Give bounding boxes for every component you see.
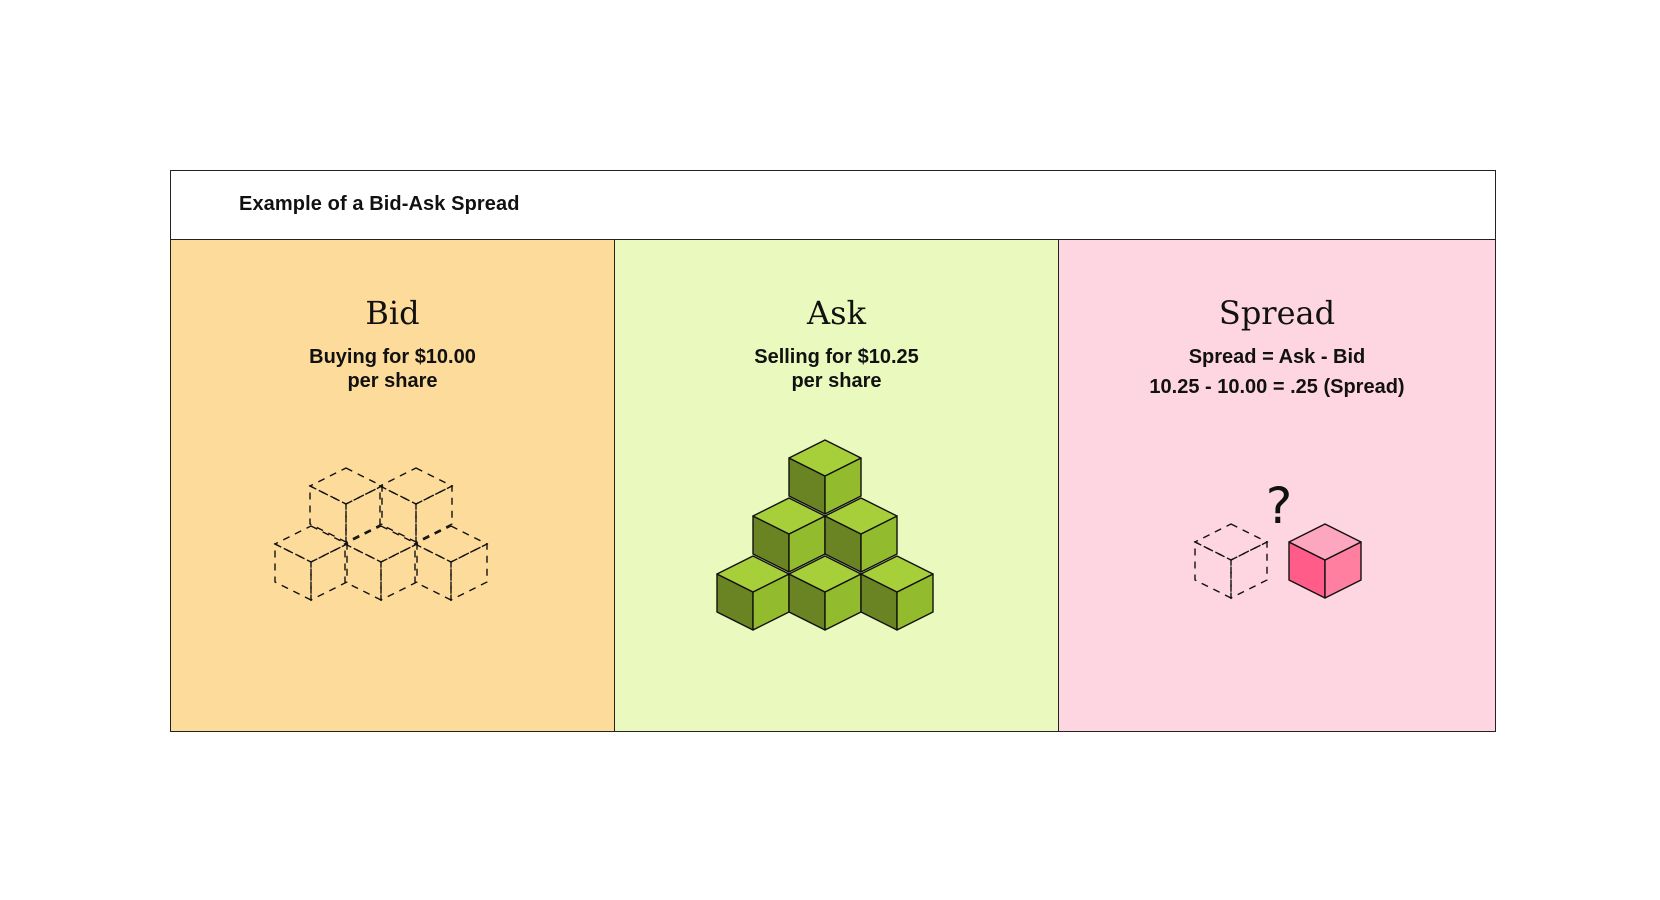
spread-panel: Spread Spread = Ask - Bid 10.25 - 10.00 …	[1059, 240, 1495, 731]
dashed-cube-4-left-face	[344, 542, 382, 602]
spread-title: Spread	[1218, 294, 1336, 332]
dashed-cube-question-pink-cube-icon: ?	[1193, 477, 1362, 600]
dashed-cube-5-left-face	[414, 542, 452, 602]
spread-formula-line: Spread = Ask - Bid	[1188, 346, 1366, 368]
dashed-cube-1-left-face	[309, 484, 347, 544]
green-cube-2-top-face	[752, 497, 826, 535]
dashed-cube-1-top-face	[308, 467, 384, 505]
green-cube-1-top-face	[788, 439, 862, 477]
green-cube-4-top-face	[716, 555, 790, 593]
dashed-cube-left-face	[1194, 540, 1232, 600]
spread-calculation-line: 10.25 - 10.00 = .25 (Spread)	[1149, 376, 1405, 398]
green-cube-6-top-face	[860, 555, 934, 593]
dashed-cube-3-left-face	[274, 542, 312, 602]
bid-title: Bid	[365, 294, 420, 332]
ask-price-line: Selling for $10.25	[754, 346, 919, 368]
question-mark: ?	[1266, 477, 1293, 535]
bid-unit-line: per share	[347, 370, 438, 392]
dashed-cube-3-right-face	[310, 542, 348, 602]
green-cube-5-top-face	[788, 555, 862, 593]
dashed-cube-top-face	[1193, 523, 1269, 561]
dashed-cubes-stack-icon	[273, 467, 489, 602]
dashed-cube-1-right-face	[345, 484, 383, 544]
bid-panel: Bid Buying for $10.00 per share	[171, 240, 615, 731]
dashed-cube-4-right-face	[380, 542, 418, 602]
bid-ask-spread-diagram: Example of a Bid-Ask Spread Bid Buying f…	[170, 170, 1496, 732]
diagram-title: Example of a Bid-Ask Spread	[239, 193, 520, 215]
dashed-cube-3-top-face	[273, 525, 349, 563]
dashed-cube-5-right-face	[450, 542, 488, 602]
dashed-cube-right-face	[1230, 540, 1268, 600]
pink-cube-top-face	[1288, 523, 1362, 561]
bid-price-line: Buying for $10.00	[309, 346, 476, 368]
dashed-cube-2-right-face	[415, 484, 453, 544]
green-cubes-stack-icon	[716, 439, 934, 631]
dashed-cube-2-left-face	[379, 484, 417, 544]
dashed-cube-5-top-face	[413, 525, 489, 563]
dashed-cube-4-top-face	[343, 525, 419, 563]
ask-title: Ask	[807, 294, 866, 332]
diagram-header: Example of a Bid-Ask Spread	[171, 171, 1495, 240]
green-cube-3-top-face	[824, 497, 898, 535]
ask-unit-line: per share	[791, 370, 882, 392]
dashed-cube-2-top-face	[378, 467, 454, 505]
ask-panel: Ask Selling for $10.25 per share	[615, 240, 1059, 731]
